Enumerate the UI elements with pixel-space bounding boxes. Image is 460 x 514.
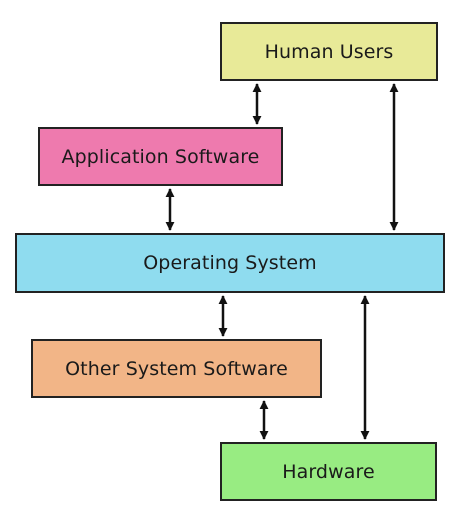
node-operating-system-label: Operating System <box>143 252 317 274</box>
node-hardware-label: Hardware <box>282 460 375 483</box>
node-other-system-software-label: Other System Software <box>65 357 288 380</box>
node-hardware: Hardware <box>220 442 437 501</box>
node-application-software-label: Application Software <box>61 145 260 168</box>
node-human-users-label: Human Users <box>264 40 394 63</box>
node-human-users: Human Users <box>220 22 438 81</box>
node-other-system-software: Other System Software <box>31 339 322 398</box>
node-operating-system: Operating System <box>15 233 445 293</box>
node-application-software: Application Software <box>38 127 283 186</box>
